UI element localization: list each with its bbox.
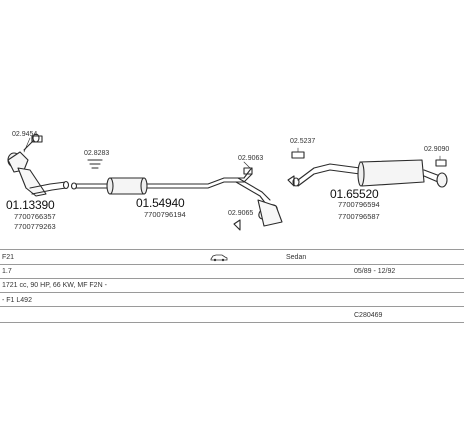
fitting-label-1: 02.9454	[12, 131, 38, 138]
table-divider	[0, 306, 464, 307]
rear-silencer	[292, 159, 448, 188]
fitting-label-6: 02.9090	[424, 146, 450, 153]
centre-silencer-pipe	[70, 167, 253, 195]
fitting-label-5: 02.9065	[228, 210, 254, 217]
table-divider	[0, 264, 464, 265]
sedan-car-icon	[210, 254, 228, 262]
body-type-cell: Sedan	[286, 254, 307, 261]
fitting-label-4: 02.9063	[238, 155, 264, 162]
code-cell: - F1 L492	[2, 297, 32, 304]
part-number-2: 01.54940	[136, 196, 185, 210]
model-cell: F21	[2, 254, 15, 261]
engine-cell: 1.7	[2, 268, 12, 275]
fitting-icons	[31, 135, 447, 231]
years-cell: 05/89 - 12/92	[354, 268, 396, 275]
fitting-label-2: 02.8283	[84, 150, 110, 157]
oe-number-3b: 7700796587	[338, 212, 380, 221]
reference-cell: C280469	[354, 312, 383, 319]
part-number-1: 01.13390	[6, 198, 55, 212]
front-pipe-catalyst	[7, 133, 70, 197]
table-divider	[0, 249, 464, 250]
part-number-3: 01.65520	[330, 187, 379, 201]
leader-lines	[23, 137, 441, 169]
intermediate-pipe	[235, 177, 283, 227]
spec-cell: 1721 cc, 90 HP, 66 KW, MF F2N -	[2, 282, 107, 289]
table-divider	[0, 322, 464, 323]
fitting-label-3: 02.5237	[290, 138, 316, 145]
oe-number-1b: 7700779263	[14, 222, 56, 231]
oe-number-1a: 7700766357	[14, 212, 56, 221]
table-divider	[0, 292, 464, 293]
oe-number-2a: 7700796194	[144, 210, 186, 219]
oe-number-3a: 7700796594	[338, 200, 380, 209]
table-divider	[0, 278, 464, 279]
